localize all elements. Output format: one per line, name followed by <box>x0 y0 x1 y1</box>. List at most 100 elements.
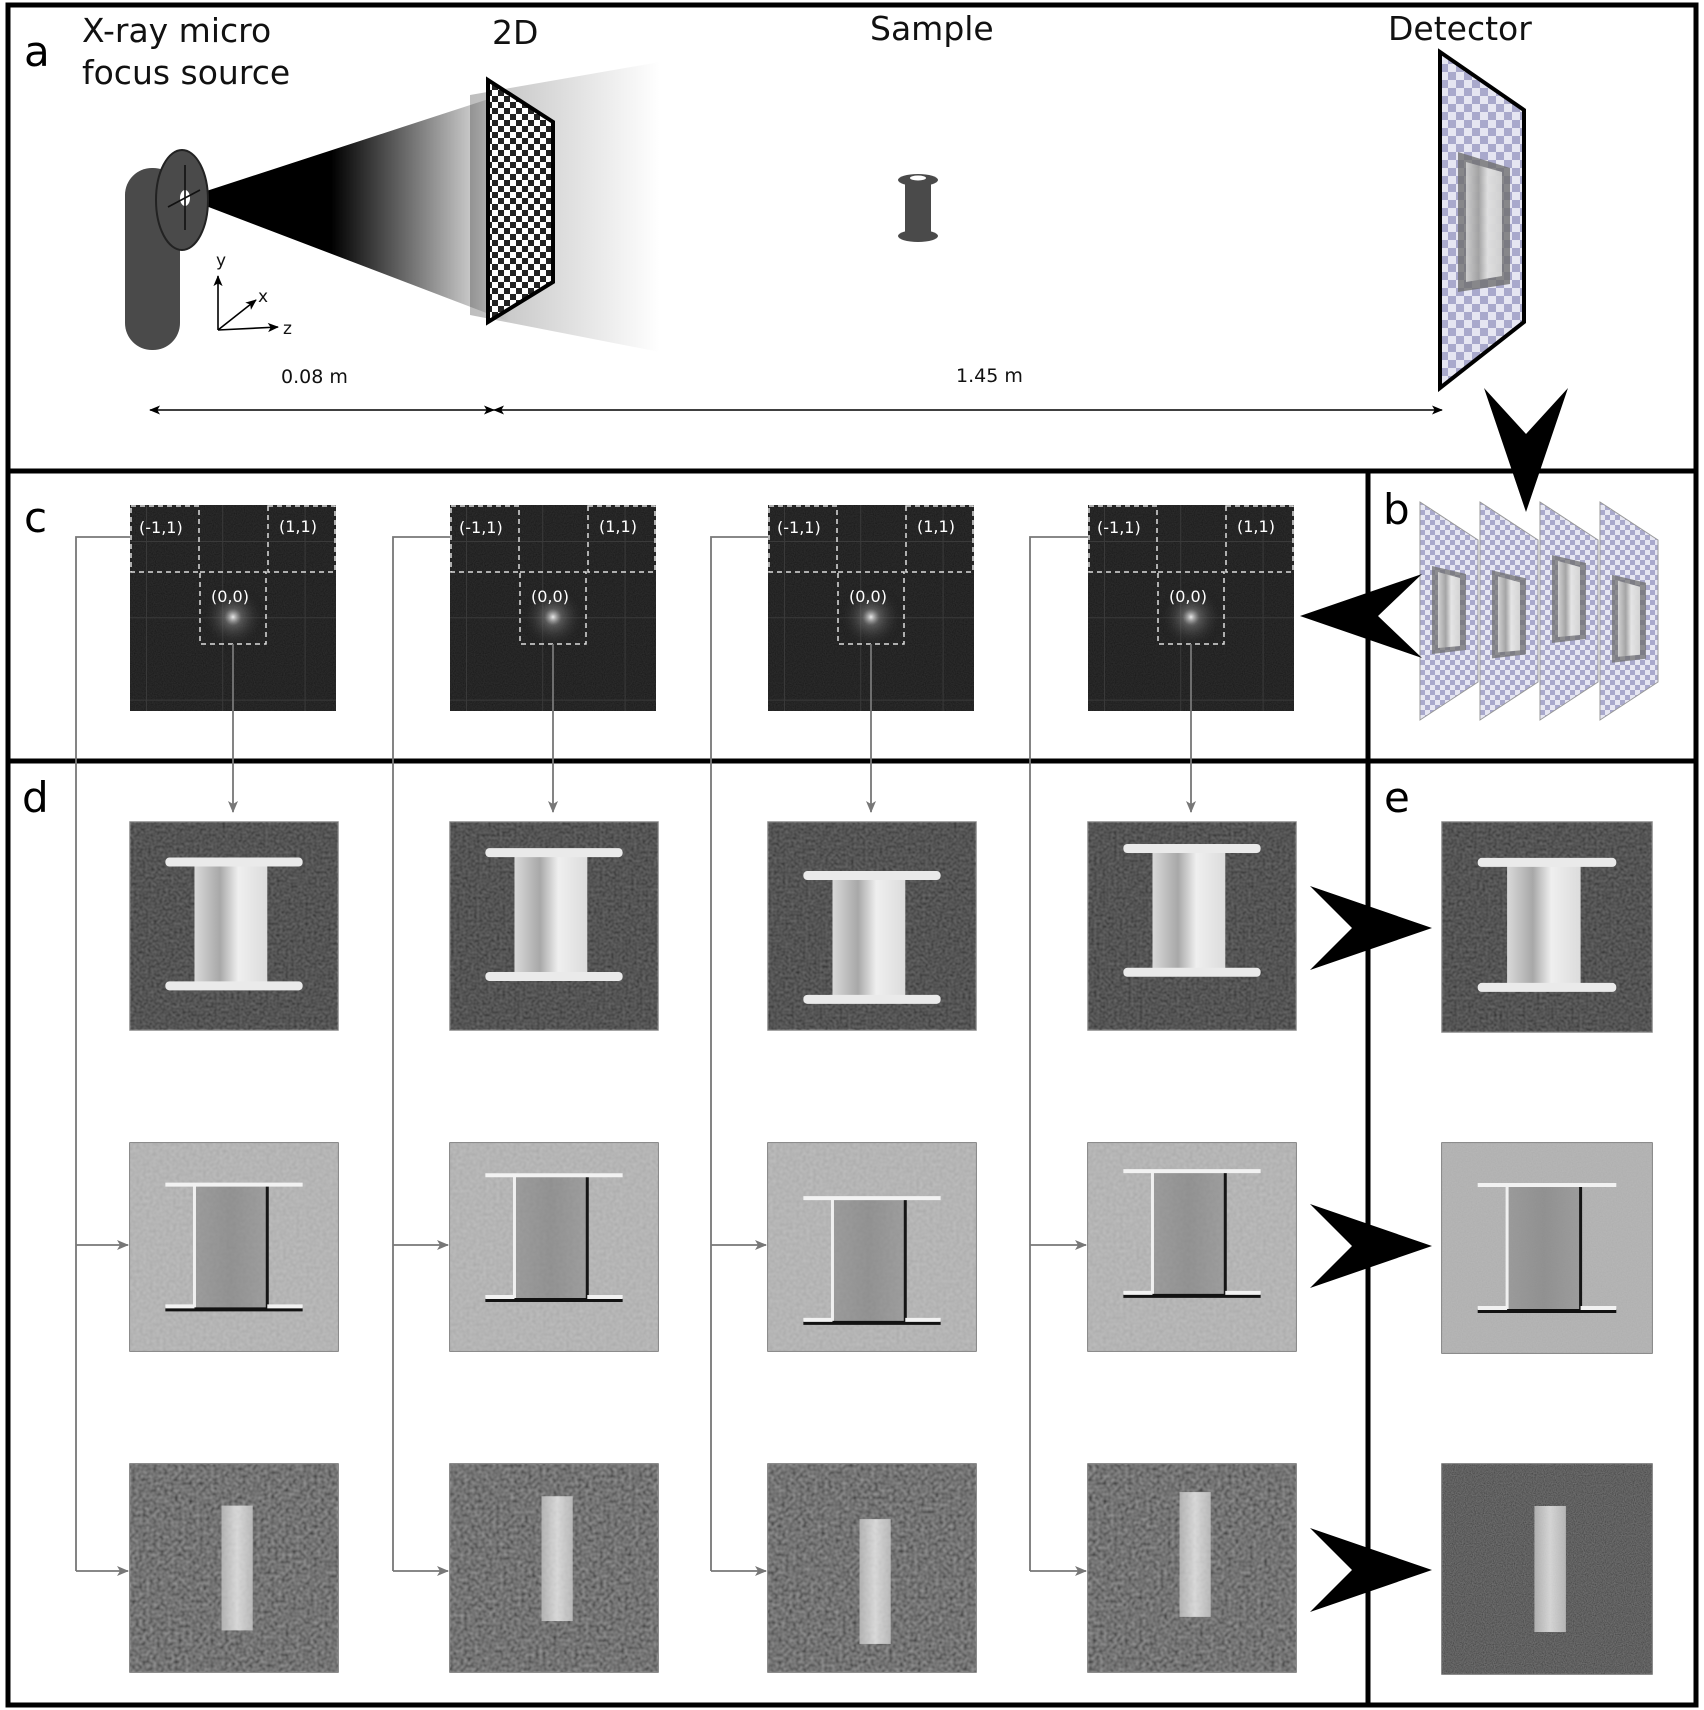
sample-spool <box>898 174 938 242</box>
arrow-spine-4 <box>1029 536 1088 1571</box>
panel-d-label: d <box>22 773 49 822</box>
detector-frame-2 <box>1479 501 1539 721</box>
arrow-b-to-c <box>1300 574 1422 658</box>
darkfield-image-2 <box>449 1463 659 1673</box>
fourier-spectrum-4-center-peak <box>1157 583 1225 651</box>
order-box-right-3 <box>905 505 974 573</box>
combined-absorption-bottom-flange <box>1477 982 1617 992</box>
order-label-left-4: (-1,1) <box>1097 518 1141 537</box>
order-label-right-1: (1,1) <box>279 517 317 536</box>
grating-2d <box>486 76 555 326</box>
fourier-spectrum-2-center-peak <box>519 583 587 651</box>
order-box-left-1 <box>130 505 200 573</box>
combined-absorption <box>1441 821 1653 1033</box>
combined-phase <box>1441 1142 1653 1354</box>
darkfield-image-3 <box>767 1463 977 1673</box>
panel-c: c (-1,1) (1,1) (0,0) (-1,1) (1,1) (0,0) (-1,1)… <box>24 493 1294 711</box>
absorption-image-2-body <box>514 852 588 977</box>
order-label-center-2: (0,0) <box>531 587 569 606</box>
arrow-spine-1 <box>75 536 130 1571</box>
absorption-image-3-bottom-flange <box>803 994 941 1004</box>
phase-image-4 <box>1087 1142 1297 1352</box>
panel-b-label: b <box>1383 485 1410 534</box>
detector-frame-2-sample <box>1498 576 1520 653</box>
darkfield-image-4-bar <box>1179 1492 1211 1617</box>
absorption-image-2-top-flange <box>485 848 623 858</box>
absorption-image-1-bottom-flange <box>165 981 303 991</box>
phase-image-2 <box>449 1142 659 1352</box>
order-label-center-4: (0,0) <box>1169 587 1207 606</box>
xray-source <box>125 149 209 350</box>
arrow-d-to-e-1 <box>1310 886 1432 970</box>
arrow-spine-2 <box>392 536 450 1571</box>
phase-image-3-body <box>832 1198 906 1323</box>
absorption-image-2-bottom-flange <box>485 971 623 981</box>
detector-frame-3 <box>1539 501 1599 721</box>
absorption-image-3-top-flange <box>803 871 941 881</box>
absorption-image-1-body <box>194 861 268 987</box>
phase-image-4-body <box>1152 1171 1226 1296</box>
axis-z-label: z <box>283 319 292 339</box>
detector-frame-4 <box>1599 501 1659 721</box>
combined-absorption-top-flange <box>1477 857 1617 867</box>
distance-source-grating: 0.08 m <box>281 366 348 388</box>
phase-image-3 <box>767 1142 977 1352</box>
panel-c-label: c <box>24 493 47 542</box>
order-label-left-3: (-1,1) <box>777 518 821 537</box>
order-label-right-2: (1,1) <box>599 517 637 536</box>
order-box-left-3 <box>768 505 838 573</box>
combined-darkfield-bar <box>1534 1506 1566 1632</box>
fourier-spectrum-3-center-peak <box>837 583 905 651</box>
flow-arrows <box>75 536 1196 1576</box>
order-box-left-4 <box>1088 505 1158 573</box>
order-label-right-3: (1,1) <box>917 517 955 536</box>
order-label-left-2: (-1,1) <box>459 518 503 537</box>
detector-frame-4-sample <box>1618 580 1640 657</box>
panel-a-label: a <box>24 27 50 76</box>
detector-frame-3-sample <box>1558 561 1580 637</box>
absorption-image-4-top-flange <box>1123 844 1261 853</box>
coordinate-axes <box>213 275 279 333</box>
panel-d: d <box>22 536 1297 1673</box>
combined-phase-body <box>1507 1185 1581 1311</box>
combined-darkfield <box>1441 1463 1653 1675</box>
sample-title: Sample <box>870 9 994 48</box>
fourier-spectrum-1-center-peak <box>199 583 267 651</box>
panel-e-label: e <box>1384 773 1410 822</box>
detector-frame-1-sample <box>1438 572 1460 648</box>
order-box-right-2 <box>587 505 656 573</box>
order-label-center-1: (0,0) <box>211 587 249 606</box>
detector-title: Detector <box>1388 9 1532 48</box>
arrow-d-to-e-2 <box>1310 1204 1432 1288</box>
order-box-right-1 <box>267 505 336 573</box>
darkfield-image-4 <box>1087 1463 1297 1673</box>
beam-cone <box>185 92 510 322</box>
phase-image-2-body <box>514 1175 588 1301</box>
phase-image-1 <box>129 1142 339 1352</box>
order-box-right-4 <box>1225 505 1294 573</box>
distance-grating-detector: 1.45 m <box>956 365 1023 387</box>
grating-title: 2D <box>492 13 538 52</box>
source-title-line1: X-ray micro <box>82 11 271 50</box>
absorption-image-4-bottom-flange <box>1123 967 1261 977</box>
phase-image-1-body <box>194 1184 268 1310</box>
absorption-image-4 <box>1087 821 1297 1031</box>
panel-a: a X-ray micro focus source 2D Sample Det… <box>24 9 1568 512</box>
absorption-image-1-top-flange <box>165 857 303 867</box>
order-label-center-3: (0,0) <box>849 587 887 606</box>
order-box-left-2 <box>450 505 520 573</box>
absorption-image-3-body <box>832 875 906 1000</box>
detector-frame-1 <box>1419 501 1479 721</box>
arrow-a-to-b <box>1484 388 1568 512</box>
darkfield-image-1 <box>129 1463 339 1673</box>
absorption-image-2 <box>449 821 659 1031</box>
arrow-d-to-e-3 <box>1310 1528 1432 1612</box>
detector <box>1438 48 1526 393</box>
absorption-image-4-body <box>1152 848 1226 973</box>
source-title-line2: focus source <box>82 53 290 92</box>
darkfield-image-1-bar <box>221 1505 253 1631</box>
combined-absorption-body <box>1507 861 1581 988</box>
absorption-image-3 <box>767 821 977 1031</box>
darkfield-image-3-bar <box>859 1519 891 1644</box>
